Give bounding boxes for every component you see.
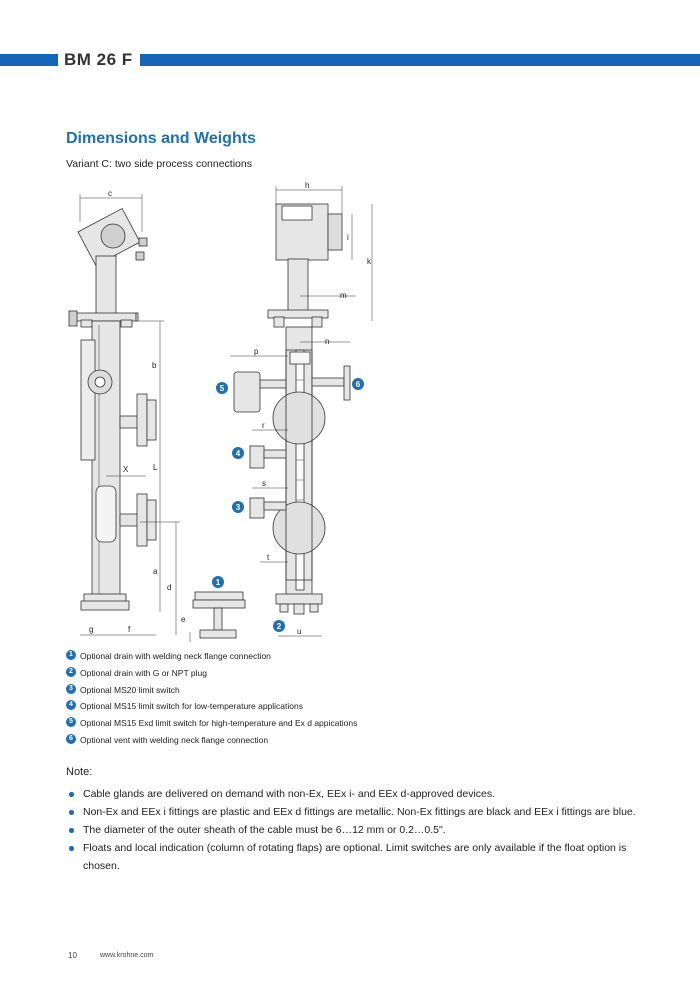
dim-label-i: i (347, 233, 349, 242)
footer-url: www.krohne.com (100, 952, 154, 959)
callout-3: 3 (232, 501, 244, 513)
note-item: The diameter of the outer sheath of the … (66, 822, 646, 840)
process-flange-lower (136, 493, 148, 547)
dim-label-l: L (153, 463, 158, 472)
header-bar-left (0, 54, 58, 66)
note-item: Cable glands are delivered on demand wit… (66, 786, 646, 804)
side-view (233, 203, 351, 615)
legend-number: 5 (66, 717, 76, 728)
callout-6: 6 (352, 378, 364, 390)
legend-number: 6 (66, 733, 76, 744)
section-title: Dimensions and Weights (66, 130, 256, 147)
section-subtitle: Variant C: two side process connections (66, 158, 252, 170)
front-view (68, 207, 157, 611)
dim-label-c: c (108, 189, 112, 198)
dim-label-m: m (340, 291, 347, 300)
legend-number: 2 (66, 666, 76, 677)
dim-label-k: k (367, 257, 372, 266)
display-window (100, 223, 126, 249)
legend-item: 6 Optional vent with welding neck flange … (66, 733, 357, 751)
neck-front (95, 255, 117, 315)
upper-process-flange-side (272, 391, 326, 445)
legend-number: 4 (66, 700, 76, 711)
header-title: BM 26 F (64, 50, 133, 69)
chamber-front (91, 320, 121, 606)
process-flange-upper (136, 393, 148, 447)
callout-1: 1 (212, 576, 224, 588)
dim-label-x: X (123, 465, 129, 474)
note-heading: Note: (66, 766, 93, 778)
limit-switch-ms15-exd (233, 371, 261, 413)
limit-switch-ms20 (249, 497, 265, 519)
dim-label-e: e (181, 615, 186, 624)
limit-switch-ms15 (249, 445, 265, 469)
dim-label-g: g (89, 625, 93, 634)
legend-item: 1 Optional drain with welding neck flange… (66, 650, 357, 667)
vent-flange (343, 365, 351, 401)
dimension-drawing: c b X L a d e g f (68, 181, 373, 642)
note-item: Non-Ex and EEx i fittings are plastic an… (66, 804, 646, 822)
note-item: Floats and local indication (column of r… (66, 840, 646, 875)
dim-label-n: n (325, 337, 329, 346)
callouts: 1 2 3 4 5 6 (212, 378, 364, 632)
dim-label-p: p (254, 347, 259, 356)
legend-item: 3 Optional MS20 limit switch (66, 683, 357, 701)
dimension-labels-side: h i k m n p r s t u (254, 181, 372, 636)
svg-text:5: 5 (220, 384, 225, 393)
svg-text:2: 2 (277, 622, 282, 631)
header-bar-right (140, 54, 700, 66)
legend-text: Optional drain with welding neck flange … (80, 651, 271, 661)
legend-number: 3 (66, 683, 76, 694)
bottom-flange-front (80, 600, 130, 611)
svg-text:3: 3 (236, 503, 241, 512)
dim-label-f: f (128, 625, 131, 634)
neck-side (287, 258, 309, 312)
legend-text: Optional vent with welding neck flange c… (80, 734, 269, 745)
callout-5: 5 (216, 382, 228, 394)
svg-text:4: 4 (236, 449, 241, 458)
svg-text:1: 1 (216, 578, 221, 587)
legend-number: 1 (66, 650, 76, 660)
dim-label-r: r (262, 421, 265, 430)
legend-item: 2 Optional drain with G or NPT plug (66, 666, 357, 684)
legend-item: 4 Optional MS15 limit switch for low-temp… (66, 700, 357, 717)
svg-text:6: 6 (356, 380, 361, 389)
callout-2: 2 (273, 620, 285, 632)
callout-4: 4 (232, 447, 244, 459)
dim-label-s: s (262, 479, 266, 488)
dim-label-h: h (305, 181, 309, 190)
notes-list: Cable glands are delivered on demand wit… (66, 786, 646, 876)
legend-text: Optional MS15 Exd limit switch for high-… (80, 718, 358, 729)
dim-label-a: a (153, 567, 158, 576)
legend-text: Optional MS15 limit switch for low-tempe… (80, 701, 303, 712)
page-number: 10 (68, 951, 77, 960)
dim-label-t: t (267, 553, 270, 562)
dim-label-d: d (167, 583, 171, 592)
dim-label-u: u (297, 627, 301, 636)
legend-text: Optional MS20 limit switch (80, 684, 180, 695)
legend-item: 5 Optional MS15 Exd limit switch for high… (66, 717, 357, 734)
dim-label-b: b (152, 361, 157, 370)
legend-list: 1 Optional drain with welding neck flange… (66, 650, 357, 751)
legend-text: Optional drain with G or NPT plug (80, 667, 207, 678)
dimension-labels-front: c b X L a d e g f (89, 189, 186, 634)
drain-detail (192, 591, 246, 639)
